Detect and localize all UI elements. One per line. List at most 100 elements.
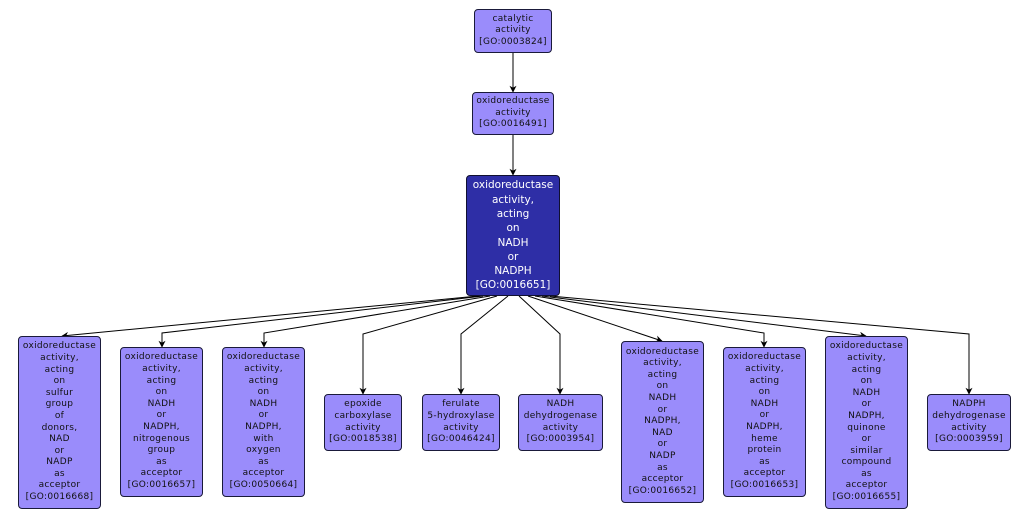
go-term-label-line: oxidoreductase (727, 352, 802, 363)
go-term-label-line: oxidoreductase (476, 96, 550, 107)
go-term-id: [GO:0016653] (730, 479, 799, 490)
go-term-id: [GO:0016668] (25, 492, 94, 503)
go-term-label-line: as (657, 462, 668, 473)
go-term-label-line: activity, (244, 364, 283, 375)
go-term-label-line: on (257, 387, 270, 398)
go-term-label-line: sulfur (45, 387, 74, 398)
edge-GO0016651-to-GO0018538 (359, 295, 498, 395)
go-term-label-line: acceptor (743, 468, 786, 479)
go-term-label-line: with (253, 433, 274, 444)
go-term-label-line: acting (647, 369, 678, 380)
go-term-label-line: activity (951, 422, 987, 433)
go-term-label-line: dehydrogenase (932, 410, 1006, 421)
go-term-label-line: group (45, 399, 74, 410)
go-term-label-line: acceptor (140, 468, 183, 479)
go-term-label-line: 5-hydroxylase (427, 410, 495, 421)
go-term-label-line: acting (496, 207, 530, 220)
go-term-id: [GO:0016651] (475, 279, 551, 292)
go-term-label-line: as (156, 456, 167, 467)
go-term-label-line: or (507, 250, 519, 263)
edge-GO0016651-to-GO0016653 (534, 295, 768, 348)
go-term-label-line: or (657, 439, 668, 450)
go-term-id: [GO:0003954] (526, 434, 595, 445)
go-term-label-line: oxidoreductase (829, 341, 904, 352)
go-term-label-line: NADH (750, 398, 779, 409)
go-term-id: [GO:0016655] (832, 492, 901, 503)
go-term-label-line: NAD (652, 427, 673, 438)
go-term-label-line: heme (751, 433, 778, 444)
go-term-label-line: NADP (649, 450, 676, 461)
edge-GO0016651-to-GO0016652 (527, 295, 663, 343)
go-term-label-line: on (506, 222, 520, 235)
go-term-label-line: NADH (648, 393, 677, 404)
go-term-label-line: acting (248, 375, 279, 386)
go-term-label-line: donors, (41, 422, 78, 433)
go-term-label-line: acceptor (641, 474, 684, 485)
go-term-label-line: epoxide (344, 399, 382, 410)
go-term-id: [GO:0003824] (479, 36, 547, 47)
go-term-label-line: on (53, 376, 66, 387)
go-term-label-line: acting (749, 375, 780, 386)
go-term-label-line: NADP (46, 457, 73, 468)
go-term-label-line: or (861, 434, 872, 445)
go-term-label-line: activity, (643, 358, 682, 369)
go-term-label-line: dehydrogenase (523, 410, 598, 421)
go-term-label-line: activity (542, 422, 579, 433)
edge-GO0016651-to-GO0050664 (260, 295, 491, 348)
go-term-id: [GO:0016657] (127, 479, 196, 490)
go-term-label-line: on (758, 387, 771, 398)
go-term-id: [GO:0018538] (329, 434, 397, 445)
go-term-label-line: acting (146, 375, 177, 386)
go-term-label-line: NADPH, (143, 422, 180, 432)
go-term-id: [GO:0016491] (479, 119, 547, 130)
go-term-label-line: on (656, 381, 669, 392)
go-term-label-line: NADPH, (245, 422, 282, 432)
go-term-id: [GO:0046424] (427, 434, 495, 445)
go-term-label-line: NADPH, (644, 416, 681, 427)
edge-GO0016651-to-GO0003959 (549, 295, 973, 395)
go-term-label-line: activity (495, 107, 531, 118)
go-term-label-line: similar (850, 445, 883, 456)
go-term-label-line: nitrogenous (133, 433, 190, 444)
go-term-label-line: activity, (745, 364, 784, 375)
go-term-id: [GO:0003959] (935, 434, 1003, 445)
go-term-label-line: NADPH (952, 399, 986, 410)
go-term-label-line: NADH (852, 387, 881, 398)
go-term-label-line: oxidoreductase (226, 352, 301, 363)
go-term-label-line: acceptor (845, 480, 888, 491)
go-term-label-line: activity, (142, 364, 181, 375)
go-term-label-line: as (258, 456, 269, 467)
edge-GO0016651-to-GO0016657 (158, 295, 484, 348)
go-term-label-line: activity, (40, 352, 79, 363)
go-term-label-line: acceptor (242, 468, 285, 479)
go-term-label-line: or (258, 410, 269, 421)
go-term-label-line: of (54, 410, 65, 421)
go-term-label-line: or (657, 404, 668, 415)
go-term-label-line: as (861, 468, 872, 479)
go-term-label-line: protein (747, 445, 782, 456)
edge-GO0016651-to-GO0046424 (457, 295, 509, 395)
go-term-label-line: acceptor (38, 480, 81, 491)
go-term-label-line: oxidoreductase (625, 346, 700, 357)
go-term-label-line: NADPH, (746, 422, 783, 432)
go-term-label-line: catalytic (492, 13, 534, 24)
go-term-label-line: as (759, 456, 770, 467)
go-term-label-line: on (155, 387, 168, 398)
go-term-label-line: acting (851, 364, 882, 375)
edge-GO0016651-to-GO0016668 (61, 295, 479, 339)
go-term-label-line: activity, (847, 352, 886, 363)
